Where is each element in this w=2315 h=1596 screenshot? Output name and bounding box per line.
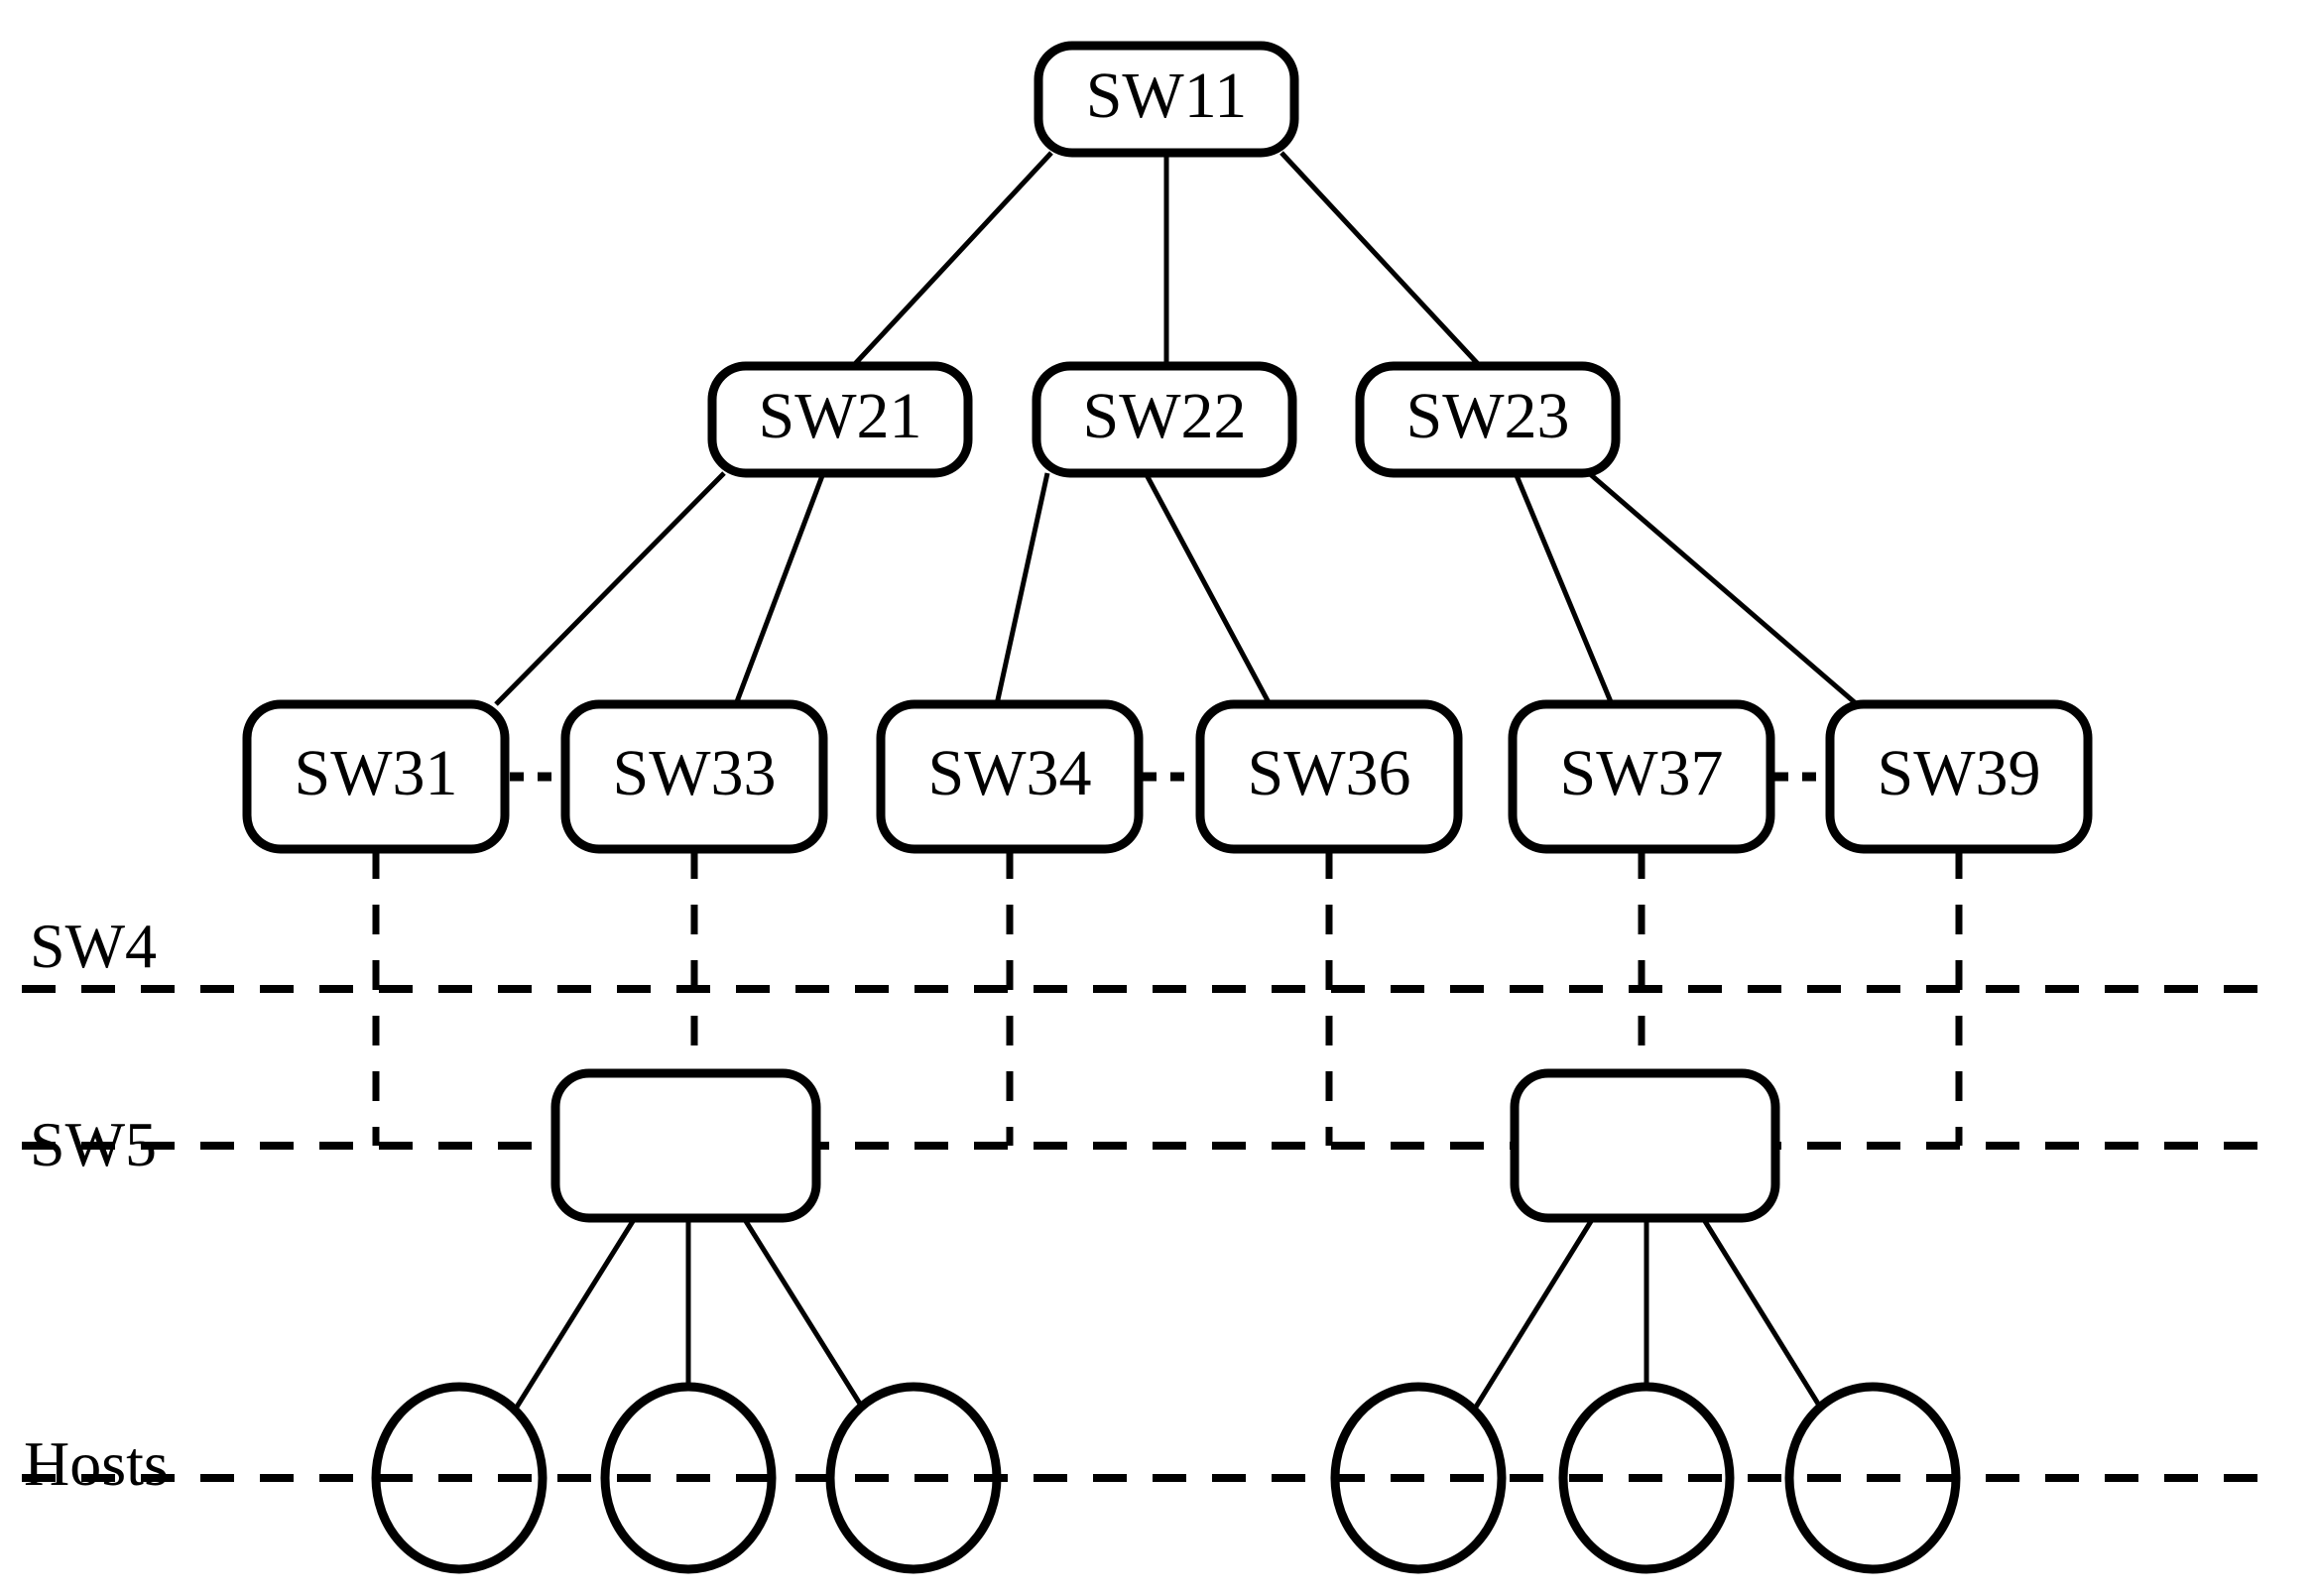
switch-node-sw34[interactable]: SW34 bbox=[876, 699, 1144, 854]
node-label-sw11: SW11 bbox=[1086, 60, 1248, 132]
switch-node-sw39[interactable]: SW39 bbox=[1825, 699, 2093, 854]
node-label-sw21: SW21 bbox=[759, 380, 922, 452]
switch-node-sw11[interactable]: SW11 bbox=[1034, 41, 1299, 158]
switch-node-sw5-right[interactable] bbox=[1510, 1068, 1780, 1223]
node-box-sw34 bbox=[876, 699, 1144, 854]
node-box-sw5-left bbox=[550, 1068, 821, 1223]
node-box-sw36 bbox=[1195, 699, 1463, 854]
node-label-sw34: SW34 bbox=[928, 737, 1092, 809]
link-sw22-to-sw34 bbox=[994, 472, 1050, 705]
host-node-host-4[interactable] bbox=[1330, 1382, 1507, 1574]
node-box-sw11 bbox=[1034, 41, 1299, 158]
tier-label-sw4: SW4 bbox=[30, 911, 157, 981]
link-sw11-to-sw21 bbox=[851, 151, 1053, 368]
node-label-sw37: SW37 bbox=[1560, 737, 1724, 809]
host-node-host-3[interactable] bbox=[825, 1382, 1002, 1574]
node-box-sw22 bbox=[1032, 361, 1297, 478]
tier-label-sw5: SW5 bbox=[30, 1109, 157, 1179]
host-node-host-2[interactable] bbox=[600, 1382, 777, 1574]
node-box-sw39 bbox=[1825, 699, 2093, 854]
node-box-sw23 bbox=[1355, 361, 1621, 478]
switch-node-sw31[interactable]: SW31 bbox=[242, 699, 510, 854]
node-box-sw37 bbox=[1508, 699, 1775, 854]
link-sw23-to-sw37 bbox=[1513, 472, 1615, 705]
tier-lines-group bbox=[22, 985, 2271, 1482]
node-label-sw39: SW39 bbox=[1878, 737, 2041, 809]
node-label-sw23: SW23 bbox=[1406, 380, 1570, 452]
node-label-sw31: SW31 bbox=[295, 737, 458, 809]
host-node-host-6[interactable] bbox=[1784, 1382, 1961, 1574]
tree-links-group bbox=[494, 151, 1859, 706]
node-box-sw31 bbox=[242, 699, 510, 854]
link-sw5-right-to-host-4 bbox=[1472, 1216, 1596, 1411]
link-sw22-to-sw36 bbox=[1143, 471, 1273, 706]
host-node-host-5[interactable] bbox=[1558, 1382, 1735, 1574]
switch-node-sw23[interactable]: SW23 bbox=[1355, 361, 1621, 478]
node-box-sw21 bbox=[707, 361, 973, 478]
tier-label-hosts: Hosts bbox=[24, 1428, 169, 1499]
link-sw5-left-to-host-3 bbox=[741, 1216, 866, 1411]
node-label-sw22: SW22 bbox=[1083, 380, 1247, 452]
link-sw21-to-sw33 bbox=[733, 472, 826, 705]
switch-node-sw37[interactable]: SW37 bbox=[1508, 699, 1775, 854]
node-box-sw33 bbox=[560, 699, 828, 854]
switch-node-sw22[interactable]: SW22 bbox=[1032, 361, 1297, 478]
host-nodes-group bbox=[371, 1382, 1961, 1574]
node-label-sw36: SW36 bbox=[1248, 737, 1411, 809]
access-host-links-group bbox=[513, 1216, 1824, 1411]
link-sw21-to-sw31 bbox=[494, 471, 726, 706]
node-box-sw5-right bbox=[1510, 1068, 1780, 1223]
switch-node-sw21[interactable]: SW21 bbox=[707, 361, 973, 478]
switch-node-sw36[interactable]: SW36 bbox=[1195, 699, 1463, 854]
link-sw23-to-sw39 bbox=[1587, 471, 1859, 706]
host-node-host-1[interactable] bbox=[371, 1382, 548, 1574]
link-sw5-right-to-host-6 bbox=[1700, 1216, 1824, 1411]
switch-node-sw5-left[interactable] bbox=[550, 1068, 821, 1223]
link-sw11-to-sw23 bbox=[1279, 151, 1482, 368]
link-sw5-left-to-host-1 bbox=[513, 1216, 638, 1411]
node-label-sw33: SW33 bbox=[613, 737, 777, 809]
switch-node-sw33[interactable]: SW33 bbox=[560, 699, 828, 854]
